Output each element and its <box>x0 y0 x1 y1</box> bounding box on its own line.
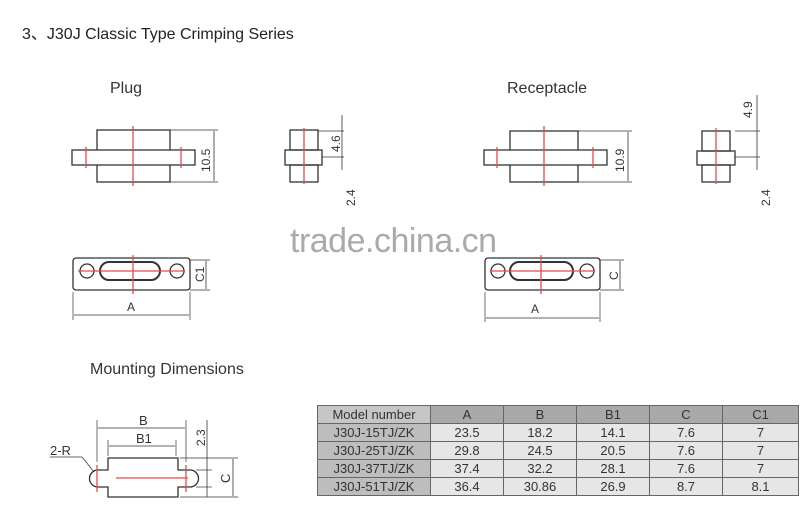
cell: J30J-51TJ/ZK <box>317 477 431 496</box>
header-b1: B1 <box>576 405 650 424</box>
mounting-cutout-view: B B1 2-R 2.3 C <box>50 413 238 498</box>
header-b: B <box>503 405 577 424</box>
cell: 23.5 <box>430 423 504 442</box>
plug-front-view: 10.5 <box>71 126 218 186</box>
plug-side-view: 4.6 2.4 <box>284 115 358 206</box>
cell: 36.4 <box>430 477 504 496</box>
receptacle-bottom-view: A C <box>484 255 624 322</box>
cell: 8.7 <box>649 477 723 496</box>
plug-height-dim: 10.5 <box>199 148 213 172</box>
page-title: 3、J30J Classic Type Crimping Series <box>22 26 294 43</box>
plug-c1-dim: C1 <box>193 266 207 282</box>
cell: 30.86 <box>503 477 577 496</box>
cell: 18.2 <box>503 423 577 442</box>
cell: 7.6 <box>649 459 723 478</box>
cell: 14.1 <box>576 423 650 442</box>
mounting-label: Mounting Dimensions <box>90 361 244 378</box>
cell: 7 <box>722 423 799 442</box>
plug-bottom-view: A C1 <box>72 255 210 320</box>
plug-side-bottom-dim: 2.4 <box>344 189 358 206</box>
receptacle-height-dim: 10.9 <box>613 148 627 172</box>
watermark: trade.china.cn <box>290 222 497 260</box>
cell: 7.6 <box>649 423 723 442</box>
table-header-row: Model number A B B1 C C1 <box>317 405 799 424</box>
mounting-b-dim: B <box>139 413 148 428</box>
receptacle-label: Receptacle <box>507 80 588 97</box>
mounting-radius-dim: 2-R <box>50 443 71 458</box>
cell: J30J-15TJ/ZK <box>317 423 431 442</box>
header-c: C <box>649 405 723 424</box>
cell: 32.2 <box>503 459 577 478</box>
cell: 7 <box>722 441 799 460</box>
cell: J30J-37TJ/ZK <box>317 459 431 478</box>
plug-a-dim: A <box>127 300 135 314</box>
cell: 20.5 <box>576 441 650 460</box>
cell: 28.1 <box>576 459 650 478</box>
cell: 8.1 <box>722 477 799 496</box>
receptacle-a-dim: A <box>531 302 539 316</box>
receptacle-front-view: 10.9 <box>483 126 632 186</box>
cell: 7.6 <box>649 441 723 460</box>
cell: J30J-25TJ/ZK <box>317 441 431 460</box>
cell: 26.9 <box>576 477 650 496</box>
plug-label: Plug <box>110 80 143 97</box>
receptacle-side-view: 4.9 2.4 <box>696 95 773 206</box>
mounting-gap-dim: 2.3 <box>194 429 208 446</box>
header-model: Model number <box>317 405 431 424</box>
header-a: A <box>430 405 504 424</box>
header-c1: C1 <box>722 405 799 424</box>
cell: 29.8 <box>430 441 504 460</box>
receptacle-side-bottom-dim: 2.4 <box>759 189 773 206</box>
mounting-c-dim: C <box>218 474 233 483</box>
receptacle-side-top-dim: 4.9 <box>741 101 755 118</box>
cell: 7 <box>722 459 799 478</box>
cell: 37.4 <box>430 459 504 478</box>
cell: 24.5 <box>503 441 577 460</box>
plug-side-top-dim: 4.6 <box>329 135 343 152</box>
receptacle-c-dim: C <box>607 271 621 280</box>
mounting-b1-dim: B1 <box>136 431 152 446</box>
